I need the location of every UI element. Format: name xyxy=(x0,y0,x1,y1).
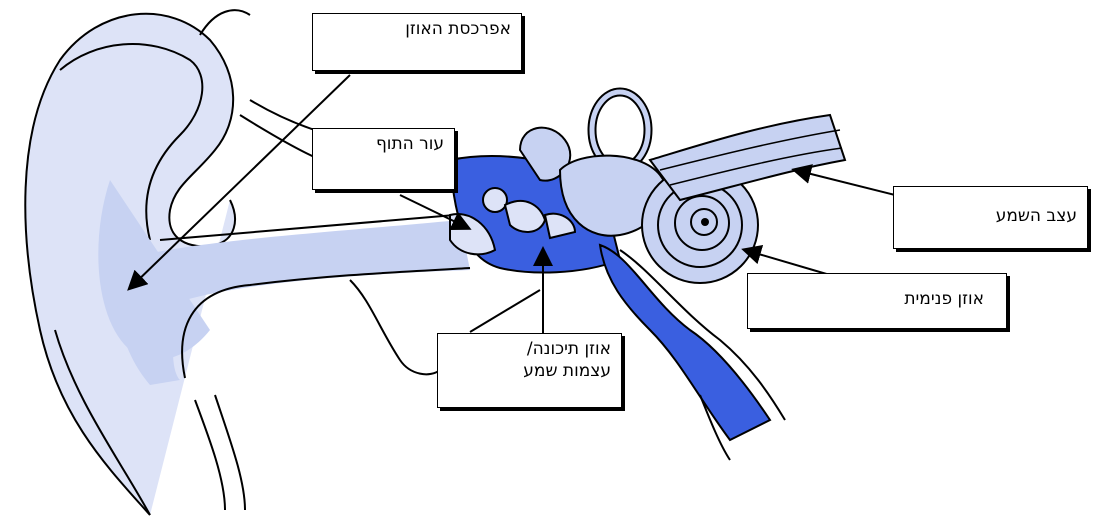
label-auricle: אפרכסת האוזן xyxy=(312,13,522,71)
label-eardrum-text: עור התוף xyxy=(323,133,444,155)
label-middle-ear-line1: אוזן תיכונה/ xyxy=(448,338,611,360)
label-middle-ear-line2: עצמות שמע xyxy=(448,360,611,382)
label-inner-ear-text: אוזן פנימית xyxy=(758,288,984,310)
label-inner-ear: אוזן פנימית xyxy=(747,273,1007,329)
label-auditory-nerve-text: עצב השמע xyxy=(904,205,1077,227)
label-auricle-text: אפרכסת האוזן xyxy=(323,18,511,40)
label-middle-ear: אוזן תיכונה/ עצמות שמע xyxy=(437,333,622,408)
label-auditory-nerve: עצב השמע xyxy=(893,186,1088,249)
label-eardrum: עור התוף xyxy=(312,128,455,190)
auditory-nerve-shape xyxy=(650,115,845,200)
